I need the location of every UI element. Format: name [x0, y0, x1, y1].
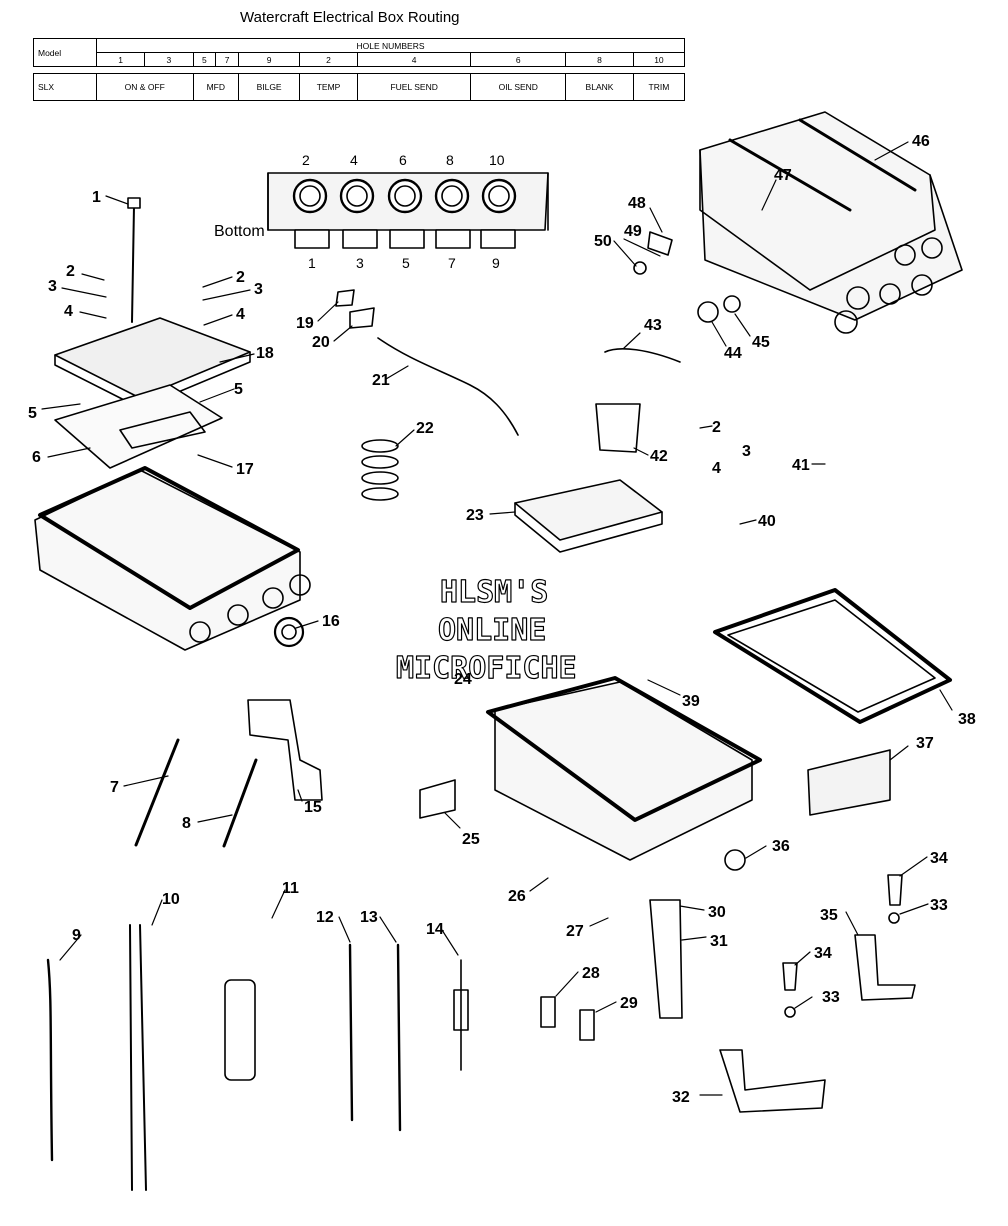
part-number-callout: 36 [772, 838, 790, 855]
function-cell: MFD [192, 73, 240, 101]
part-number-callout: 49 [624, 223, 642, 240]
bottom-hole-1: 1 [308, 255, 316, 271]
part-number-callout: 19 [296, 315, 314, 332]
part-number-callout: 12 [316, 909, 334, 926]
part-number-callout: 46 [912, 133, 930, 150]
function-cell: OIL SEND [470, 73, 567, 101]
part-number-callout: 27 [566, 923, 584, 940]
bottom-hole-10: 10 [489, 152, 505, 168]
bottom-hole-3: 3 [356, 255, 364, 271]
part-number-callout: 48 [628, 195, 646, 212]
part-number-callout: 42 [650, 448, 668, 465]
part-number-callout: 31 [710, 933, 728, 950]
watermark-line-1: HLSM'S [440, 575, 548, 610]
part-number-callout: 41 [792, 457, 810, 474]
function-cell: ON & OFF [96, 73, 194, 101]
part-number-callout: 45 [752, 334, 770, 351]
part-number-callout: 2 [66, 263, 75, 280]
part-number-callout: 22 [416, 420, 434, 437]
part-number-callout: 10 [162, 891, 180, 908]
part-number-callout: 1 [92, 189, 101, 206]
part-number-callout: 7 [110, 779, 119, 796]
model-name: SLX [33, 73, 97, 101]
bottom-hole-7: 7 [448, 255, 456, 271]
part-number-callout: 4 [236, 306, 245, 323]
part-number-callout: 14 [426, 921, 444, 938]
part-number-callout: 40 [758, 513, 776, 530]
part-number-callout: 6 [32, 449, 41, 466]
part-number-callout: 16 [322, 613, 340, 630]
part-number-callout: 24 [454, 671, 472, 688]
bottom-view-label: Bottom [214, 223, 265, 240]
part-number-callout: 4 [712, 460, 721, 477]
watermark-line-3: MICROFICHE [396, 651, 577, 686]
part-number-callout: 5 [234, 381, 243, 398]
part-number-callout: 25 [462, 831, 480, 848]
part-number-callout: 18 [256, 345, 274, 362]
part-number-callout: 2 [712, 419, 721, 436]
part-number-callout: 23 [466, 507, 484, 524]
function-cell: BLANK [565, 73, 634, 101]
model-header: Model [33, 38, 97, 67]
wiring-and-relay-parts [335, 289, 681, 553]
part-number-callout: 3 [254, 281, 263, 298]
part-number-callout: 28 [582, 965, 600, 982]
bottom-hole-9: 9 [492, 255, 500, 271]
part-number-callout: 2 [236, 269, 245, 286]
part-number-callout: 33 [930, 897, 948, 914]
box-cover-assembly [633, 111, 963, 334]
part-number-callout: 35 [820, 907, 838, 924]
part-number-callout: 15 [304, 799, 322, 816]
bottom-hole-6: 6 [399, 152, 407, 168]
part-number-callout: 20 [312, 334, 330, 351]
part-number-callout: 3 [742, 443, 751, 460]
diagram-title: Watercraft Electrical Box Routing [240, 9, 460, 26]
part-number-callout: 13 [360, 909, 378, 926]
part-number-callout: 50 [594, 233, 612, 250]
part-number-callout: 33 [822, 989, 840, 1006]
part-number-callout: 44 [724, 345, 742, 362]
part-number-callout: 29 [620, 995, 638, 1012]
part-callouts: 1234234185561716192021222324434223440414… [28, 133, 976, 1106]
part-number-callout: 17 [236, 461, 254, 478]
loose-parts [46, 699, 916, 1191]
bottom-hole-8: 8 [446, 152, 454, 168]
part-number-callout: 3 [48, 278, 57, 295]
lower-box-assembly [419, 588, 952, 871]
bottom-view-box [267, 172, 549, 249]
bottom-hole-2: 2 [302, 152, 310, 168]
leader-lines [41, 141, 953, 1096]
part-number-callout: 39 [682, 693, 700, 710]
left-box-assembly [34, 197, 311, 651]
part-number-callout: 5 [28, 405, 37, 422]
part-number-callout: 21 [372, 372, 390, 389]
function-cell: FUEL SEND [356, 73, 472, 101]
part-number-callout: 34 [814, 945, 832, 962]
bottom-hole-4: 4 [350, 152, 358, 168]
function-cell: BILGE [238, 73, 301, 101]
function-cell: TRIM [632, 73, 686, 101]
part-number-callout: 4 [64, 303, 73, 320]
part-number-callout: 32 [672, 1089, 690, 1106]
part-number-callout: 38 [958, 711, 976, 728]
hole-number-cell: 10 [632, 52, 686, 67]
part-number-callout: 30 [708, 904, 726, 921]
part-number-callout: 9 [72, 927, 81, 944]
part-number-callout: 37 [916, 735, 934, 752]
part-number-callout: 26 [508, 888, 526, 905]
part-number-callout: 8 [182, 815, 191, 832]
function-cell: TEMP [299, 73, 358, 101]
part-number-callout: 34 [930, 850, 948, 867]
part-number-callout: 11 [282, 880, 299, 897]
part-number-callout: 47 [774, 167, 792, 184]
part-number-callout: 43 [644, 317, 662, 334]
watermark-line-2: ONLINE [438, 613, 546, 648]
bottom-hole-5: 5 [402, 255, 410, 271]
